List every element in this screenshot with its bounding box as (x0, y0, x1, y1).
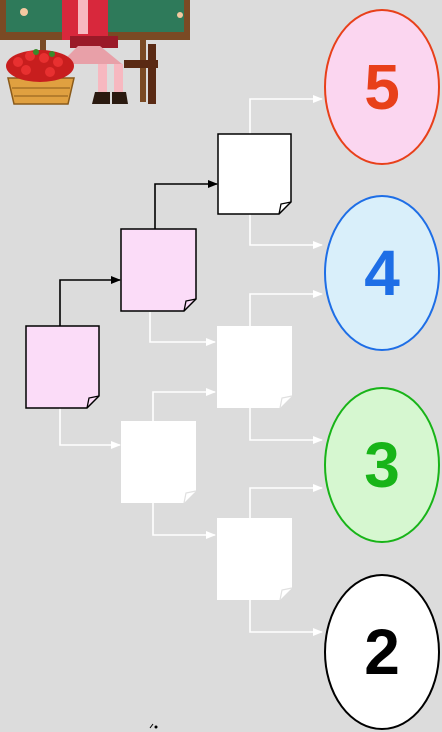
connector-a-e (59, 408, 121, 449)
doc-node-d (217, 326, 293, 409)
connector-e-d (152, 388, 216, 421)
grade-3-label: 3 (364, 429, 400, 501)
connector-a-b (59, 276, 121, 326)
connector-lines (59, 95, 323, 636)
connector-e-f (152, 503, 216, 539)
grade-oval-5: 5 (324, 9, 440, 165)
doc-node-b (120, 228, 197, 312)
grade-2-label: 2 (364, 616, 400, 688)
doc-node-e (121, 421, 197, 504)
connector-b-c (154, 180, 218, 229)
grade-oval-3: 3 (324, 387, 440, 543)
grade-5-label: 5 (364, 51, 400, 123)
connector-c-grade4 (249, 214, 323, 249)
doc-node-a (25, 325, 100, 409)
doc-node-f (217, 518, 293, 601)
grade-4-label: 4 (364, 237, 400, 309)
schoolgirl-illustration (0, 0, 190, 105)
connector-c-grade5 (249, 95, 323, 134)
connector-d-grade3 (249, 408, 323, 444)
grade-oval-2: 2 (324, 574, 440, 730)
connector-f-grade3 (249, 484, 323, 518)
connector-f-grade2 (249, 600, 323, 636)
grade-oval-4: 4 (324, 195, 440, 351)
connector-d-grade4 (249, 290, 323, 326)
doc-node-c (217, 133, 292, 215)
connector-b-d (149, 312, 216, 346)
small-mark (149, 723, 158, 729)
